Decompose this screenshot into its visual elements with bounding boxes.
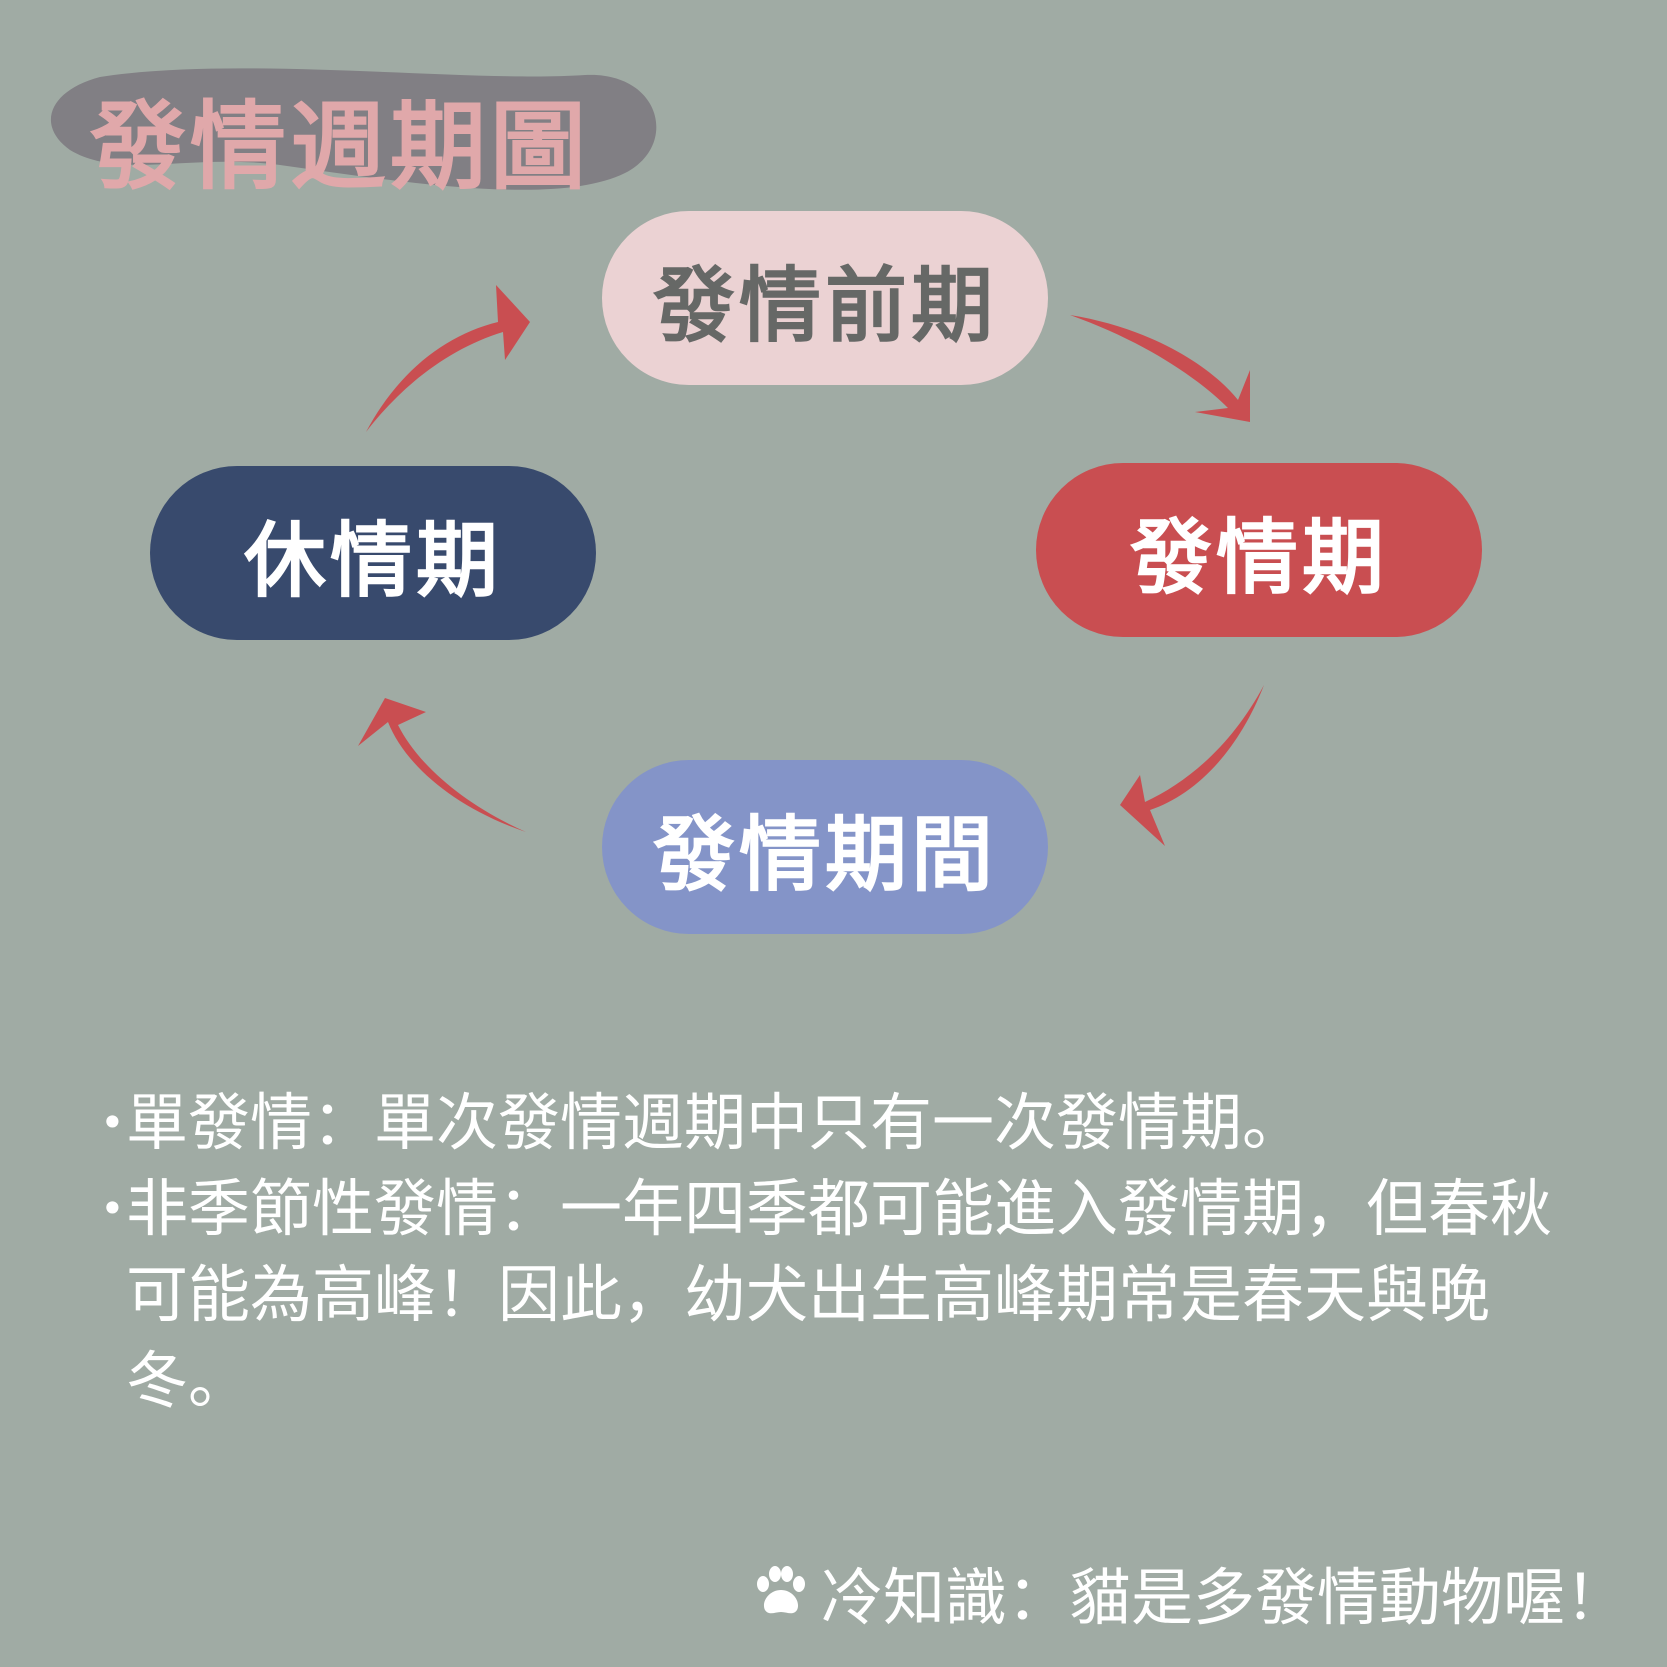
stage-estrus: 發情期 <box>1036 463 1482 637</box>
arrow-right-to-bottom <box>1120 685 1264 846</box>
note-text: 非季節性發情：一年四季都可能進入發情期，但春秋可能為高峰！因此，幼犬出生高峰期常… <box>126 1172 1553 1417</box>
arrow-top-to-right <box>1070 315 1250 422</box>
arrow-left-to-top <box>366 285 530 432</box>
arrow-bottom-to-left <box>358 698 526 832</box>
paw-icon <box>756 1566 805 1614</box>
footer-text: 冷知識：貓是多發情動物喔！ <box>820 1561 1627 1634</box>
title-blob-shape <box>50 68 657 190</box>
notes-list: • 單發情：單次發情週期中只有一次發情期。 • 非季節性發情：一年四季都可能進入… <box>100 1080 1600 1424</box>
stage-diestrus: 發情期間 <box>602 760 1048 934</box>
bullet: • <box>100 1184 125 1233</box>
stage-anestrus: 休情期 <box>150 466 596 640</box>
bullet: • <box>100 1098 125 1147</box>
diagram-title: 發情週期圖 <box>90 91 590 203</box>
note-text: 單發情：單次發情週期中只有一次發情期。 <box>126 1086 1305 1159</box>
stage-proestrus: 發情前期 <box>602 211 1048 385</box>
note-item: • 單發情：單次發情週期中只有一次發情期。 <box>100 1080 1600 1166</box>
note-item: • 非季節性發情：一年四季都可能進入發情期，但春秋可能為高峰！因此，幼犬出生高峰… <box>100 1166 1600 1424</box>
footer-fun-fact: 冷知識：貓是多發情動物喔！ <box>749 1552 1627 1634</box>
title-banner: 發情週期圖 <box>40 55 665 203</box>
